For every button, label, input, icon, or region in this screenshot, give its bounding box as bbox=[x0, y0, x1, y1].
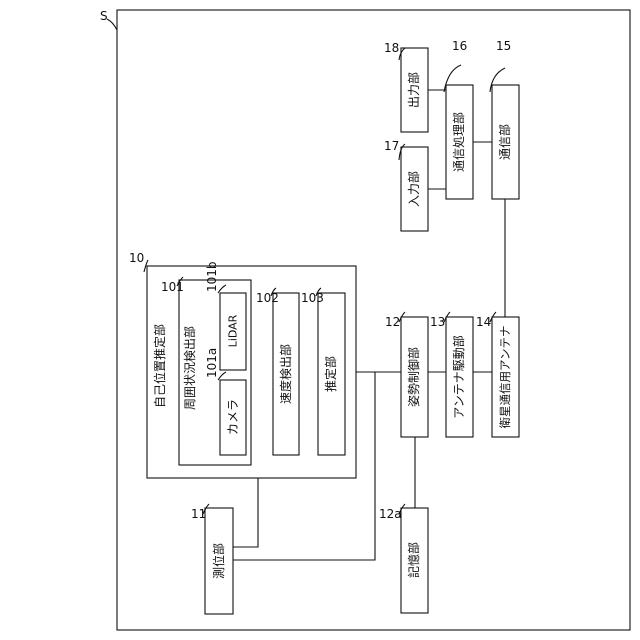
ref-13: 13 bbox=[430, 315, 445, 329]
ref-101a: 101a bbox=[205, 348, 219, 378]
antenna-drive-label: アンテナ駆動部 bbox=[451, 335, 466, 419]
ref-16: 16 bbox=[452, 39, 467, 53]
input-label: 入力部 bbox=[406, 171, 421, 207]
ref-12: 12 bbox=[385, 315, 400, 329]
ref-14: 14 bbox=[476, 315, 491, 329]
ref-17: 17 bbox=[384, 139, 399, 153]
system-frame-leader bbox=[107, 19, 117, 30]
system-ref: S bbox=[100, 9, 108, 23]
ref-10: 10 bbox=[129, 251, 144, 265]
attitude-control-label: 姿勢制御部 bbox=[406, 347, 421, 407]
ref-15: 15 bbox=[496, 39, 511, 53]
ref-18: 18 bbox=[384, 41, 399, 55]
ref-101: 101 bbox=[161, 280, 184, 294]
communication-label: 通信部 bbox=[497, 124, 512, 160]
ref-102: 102 bbox=[256, 291, 279, 305]
estimator-label: 推定部 bbox=[323, 356, 338, 392]
satellite-antenna-label: 衛星通信用アンテナ bbox=[498, 325, 512, 428]
output-label: 出力部 bbox=[406, 72, 421, 108]
ref-101b: 101b bbox=[205, 261, 219, 292]
storage-label: 記憶部 bbox=[406, 542, 421, 578]
surroundings-detector-label: 周囲状況検出部 bbox=[182, 326, 197, 410]
ref-11: 11 bbox=[191, 507, 206, 521]
lidar-label: LiDAR bbox=[227, 314, 240, 347]
self-position-estimator-label: 自己位置推定部 bbox=[152, 324, 167, 408]
positioning-label: 測位部 bbox=[211, 543, 226, 579]
speed-detector-label: 速度検出部 bbox=[278, 344, 293, 404]
comm-processing-label: 通信処理部 bbox=[451, 112, 466, 172]
camera-label: カメラ bbox=[226, 399, 240, 435]
ref-103: 103 bbox=[301, 291, 324, 305]
ref-12a: 12a bbox=[379, 507, 402, 521]
